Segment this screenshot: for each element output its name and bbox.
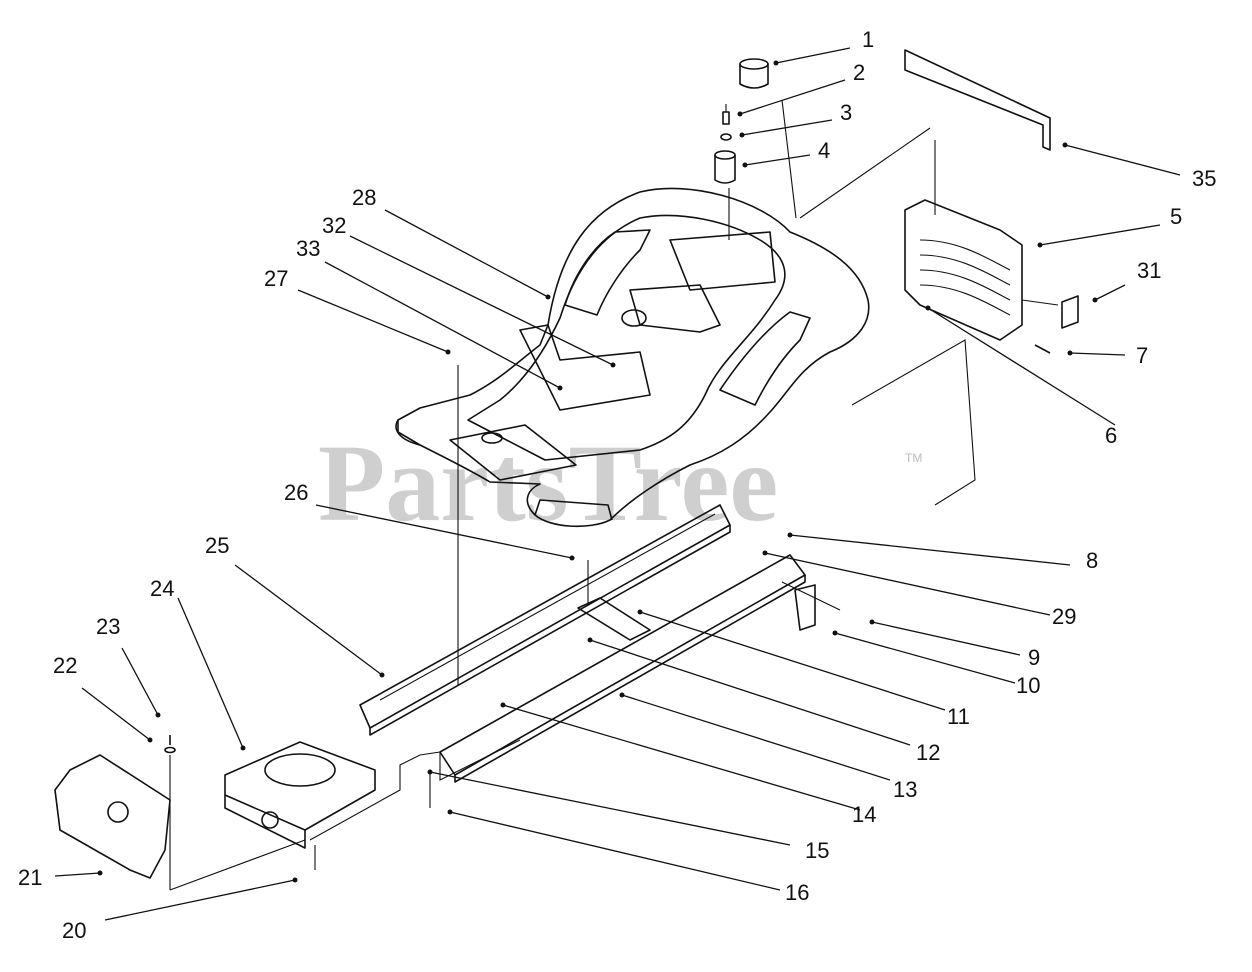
callout-4: 4: [818, 138, 830, 163]
callout-13: 13: [893, 777, 917, 802]
callout-22: 22: [53, 653, 77, 678]
callout-3: 3: [840, 100, 852, 125]
callout-2: 2: [853, 60, 865, 85]
assembly-outline: [851, 339, 976, 506]
callout-6: 6: [1105, 423, 1117, 448]
part-bracket: [781, 581, 841, 631]
callout-26: 26: [284, 480, 308, 505]
leaders: [54, 47, 1181, 921]
part-crossmember: [577, 597, 651, 641]
part-frame-rail-right: [439, 554, 806, 783]
callout-12: 12: [916, 740, 940, 765]
callout-24: 24: [150, 576, 174, 601]
frame-outline-2: [439, 739, 521, 781]
callout-23: 23: [96, 614, 120, 639]
watermark-trademark: TM: [905, 451, 922, 465]
callout-15: 15: [805, 838, 829, 863]
part-fender: [395, 187, 870, 528]
callout-29: 29: [1052, 604, 1076, 629]
part-trim-strip: [781, 49, 1051, 219]
callout-25: 25: [205, 533, 229, 558]
callout-1: 1: [862, 27, 874, 52]
callout-9: 9: [1028, 645, 1040, 670]
callout-20: 20: [62, 918, 86, 943]
part-decal: [1021, 295, 1079, 329]
part-frame-rail-left: [359, 504, 731, 736]
part-sleeve: [714, 150, 736, 184]
callout-28: 28: [352, 185, 376, 210]
callout-16: 16: [785, 880, 809, 905]
callout-14: 14: [852, 802, 876, 827]
callout-11: 11: [947, 704, 970, 729]
part-mount-plate: [224, 741, 376, 849]
part-side-panel: [904, 140, 1023, 341]
watermark: PartsTree: [318, 422, 778, 544]
callout-21: 21: [18, 865, 42, 890]
callout-5: 5: [1170, 204, 1182, 229]
part-cover: [54, 754, 171, 879]
part-knob: [739, 58, 769, 89]
callout-7: 7: [1136, 343, 1148, 368]
part-washer: [720, 133, 732, 141]
callout-35: 35: [1192, 166, 1216, 191]
callout-31: 31: [1137, 258, 1161, 283]
callout-33: 33: [296, 236, 320, 261]
callout-labels: 1 2 3 4 5 6 7 8 9 10 11 12 13 14 15 16 2…: [18, 27, 1216, 943]
callout-8: 8: [1086, 548, 1098, 573]
part-bolt: [722, 104, 730, 125]
callout-10: 10: [1016, 673, 1040, 698]
part-screw-23: [164, 735, 306, 891]
callout-27: 27: [264, 266, 288, 291]
part-screw-7: [1034, 344, 1051, 354]
callout-32: 32: [322, 213, 346, 238]
frame-outline: [309, 751, 441, 841]
